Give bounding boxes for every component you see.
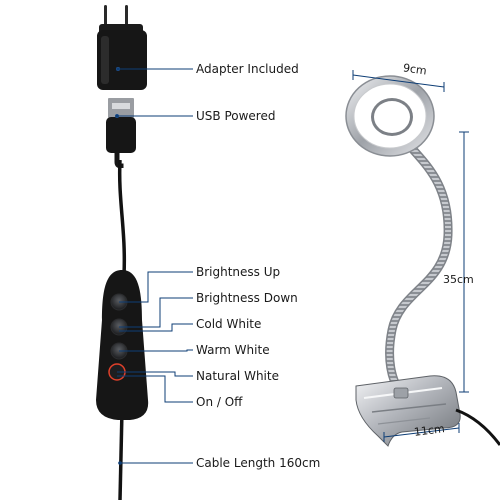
lamp-cable xyxy=(455,408,500,446)
desk-clamp xyxy=(355,375,461,447)
cable-lower xyxy=(118,409,124,500)
usb-plug xyxy=(106,98,136,169)
label-brightness-up: Brightness Up xyxy=(196,265,281,279)
dimension-gooseneck-length: 35cm xyxy=(443,273,474,286)
label-cold-white: Cold White xyxy=(196,317,262,331)
label-cable-length: Cable Length 160cm xyxy=(196,456,321,470)
label-warm-white: Warm White xyxy=(196,343,270,357)
wall-adapter xyxy=(97,5,147,90)
led-ring xyxy=(345,75,435,157)
label-usb-powered: USB Powered xyxy=(196,109,276,123)
label-brightness-down: Brightness Down xyxy=(196,291,298,305)
callout-dots xyxy=(115,67,122,465)
dimension-lines xyxy=(352,70,469,442)
label-natural-white: Natural White xyxy=(196,369,279,383)
label-adapter-included: Adapter Included xyxy=(196,62,299,76)
inline-controller xyxy=(96,270,149,420)
callout-lines xyxy=(117,68,193,464)
label-on-off: On / Off xyxy=(196,395,243,409)
cable xyxy=(117,159,127,276)
